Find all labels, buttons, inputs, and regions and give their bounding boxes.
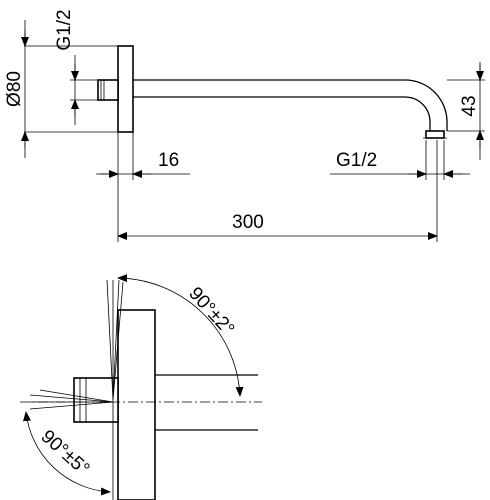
top-view: Ø80 G1/2 43 16 G1/2 300 bbox=[4, 9, 485, 242]
diameter-label: Ø80 bbox=[4, 71, 25, 107]
outlet-thread bbox=[425, 130, 445, 139]
length-label: 300 bbox=[232, 212, 264, 233]
shower-arm-inner bbox=[133, 96, 431, 131]
bottom-view: 90°±2° 90°±5° bbox=[20, 274, 262, 500]
shower-arm bbox=[133, 79, 448, 131]
upper-angle-arc bbox=[117, 274, 244, 397]
wall-flange bbox=[117, 45, 134, 133]
offset-label: 16 bbox=[158, 150, 179, 171]
upper-angle-label: 90°±2° bbox=[184, 283, 238, 340]
wall-thread-label: G1/2 bbox=[54, 9, 75, 50]
lower-angle-label: 90°±5° bbox=[37, 426, 94, 480]
lower-angle-arc bbox=[23, 411, 111, 496]
height-label: 43 bbox=[459, 95, 480, 116]
outlet-thread-label: G1/2 bbox=[336, 150, 377, 171]
wall-thread bbox=[97, 79, 119, 101]
detail-thread bbox=[73, 377, 119, 423]
detail-flange bbox=[117, 309, 156, 500]
